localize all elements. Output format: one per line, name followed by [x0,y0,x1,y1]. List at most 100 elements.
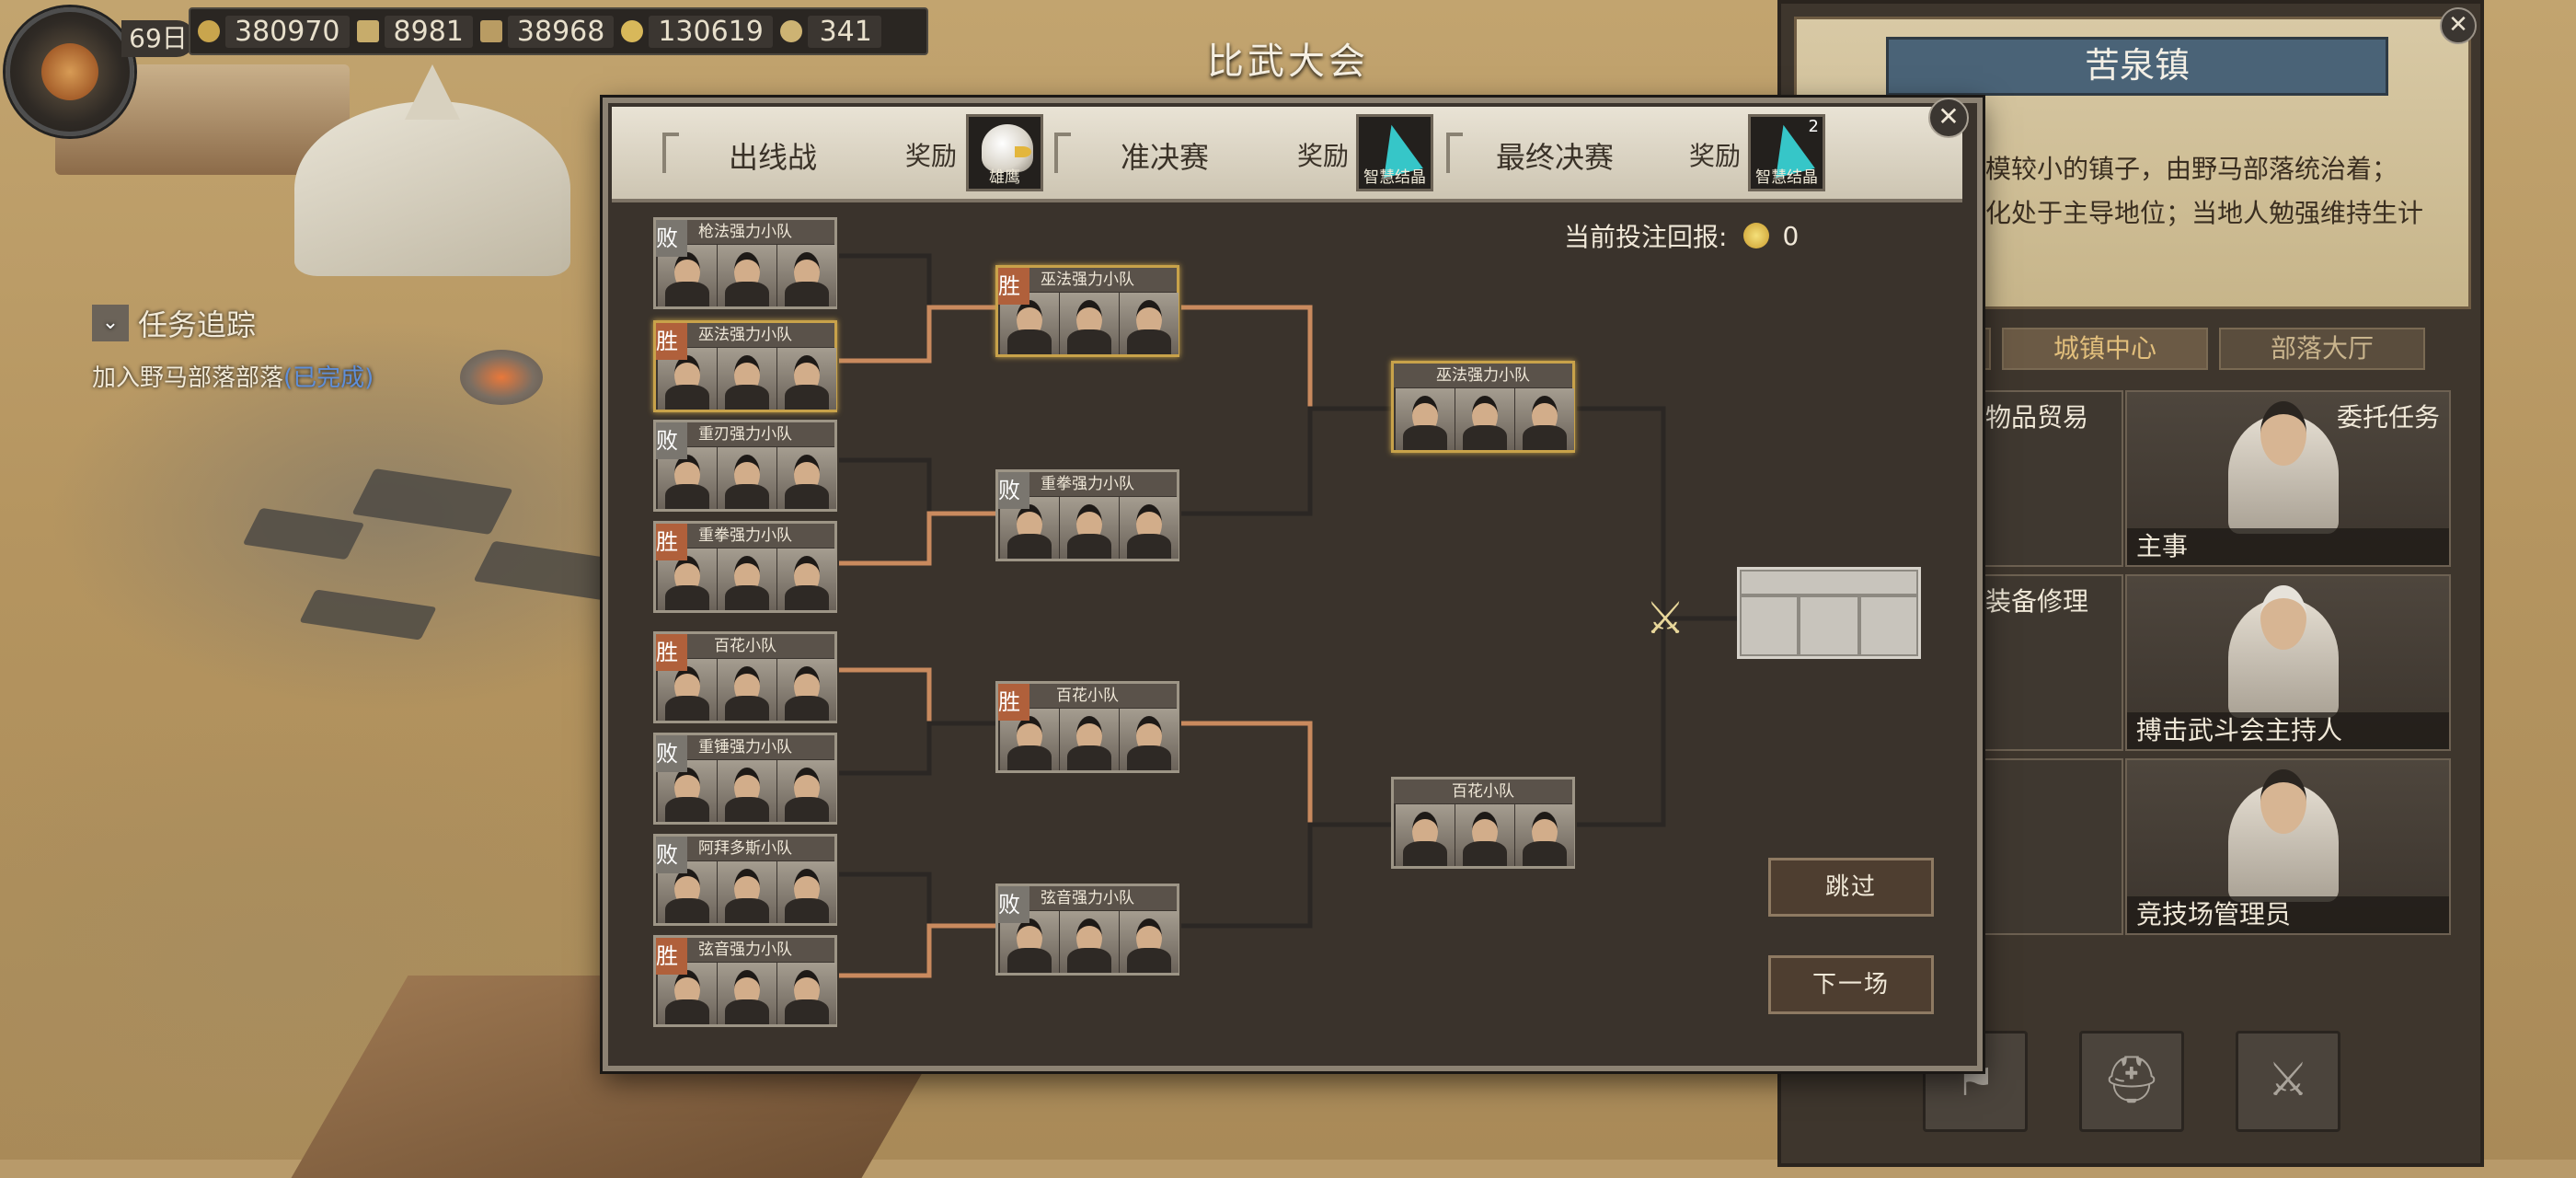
team-card[interactable]: 百花小队 胜 [995,681,1179,773]
fighter-portrait [658,760,717,822]
sun-icon [41,43,98,100]
food-icon [621,20,644,42]
tab-tribe-hall[interactable]: 部落大厅 [2219,328,2425,370]
result-badge: 胜 [656,634,687,671]
result-badge: 败 [998,472,1029,509]
result-badge: 败 [998,886,1029,923]
result-badge: 败 [656,422,687,459]
team-card[interactable]: 巫法强力小队 胜 [653,320,837,412]
npc-name: 竞技场管理员 [2127,896,2449,933]
day-counter: 69日 [121,20,195,57]
campfire [460,350,543,405]
team-card[interactable]: 枪法强力小队 败 [653,217,837,309]
town-close-button[interactable]: ✕ [2440,7,2477,44]
team-card[interactable]: 重锤强力小队 败 [653,733,837,825]
resource-prestige: 341 [779,15,881,48]
fighter-portrait [718,348,776,410]
fighter-portrait [1060,911,1119,973]
team-card[interactable]: 重拳强力小队 胜 [653,521,837,613]
fighter-portrait [777,348,836,410]
quest-status: (已完成) [283,364,374,392]
fighter-portrait [777,659,836,721]
eagle-icon [982,124,1033,172]
team-card[interactable]: 阿拜多斯小队 败 [653,834,837,926]
npc-tournament-host[interactable]: 搏击武斗会主持人 [2125,574,2451,751]
skip-button[interactable]: 跳过 [1768,858,1934,917]
result-badge: 胜 [656,938,687,975]
fighter-portrait [777,963,836,1024]
gold-icon [198,20,220,42]
fighter-portrait [777,245,836,306]
bet-return: 当前投注回报: 0 [1564,220,1800,253]
team-card[interactable]: 弦音强力小队 败 [995,884,1179,976]
fighter-portrait [1120,709,1179,770]
tab-town-center[interactable]: 城镇中心 [2002,328,2208,370]
result-badge: 胜 [656,323,687,360]
npc-steward[interactable]: 委托任务 主事 [2125,390,2451,567]
reward-wisdom-crystal[interactable]: 智慧结晶 [1356,114,1433,191]
stage-final: 最终决赛 奖励 2 智慧结晶 [1446,114,1833,193]
team-card[interactable]: 重拳强力小队 败 [995,469,1179,561]
stage-header [612,107,1962,202]
fighter-portrait [718,760,776,822]
resource-supplies: 38968 [479,15,615,48]
team-card[interactable]: 弦音强力小队 胜 [653,935,837,1027]
fighter-portrait [658,447,717,509]
service-repair[interactable]: 装备修理 [1965,574,2123,751]
screen-title: 比武大会 [1207,40,1369,83]
prestige-icon [779,20,802,42]
npc-name: 主事 [2127,528,2449,565]
service-trade[interactable]: 物品贸易 [1965,390,2123,567]
close-icon[interactable]: ✕ [1928,98,1969,138]
npc-arena-manager[interactable]: 竞技场管理员 [2125,758,2451,935]
town-name: 苦泉镇 [1886,37,2388,96]
result-badge: 胜 [656,524,687,560]
quest-tracker[interactable]: ⌄任务追踪 加入野马部落部落(已完成) [92,302,442,393]
fighter-portrait [777,760,836,822]
team-card[interactable]: 巫法强力小队 [1391,361,1575,453]
fighter-portrait [1515,388,1574,450]
reward-eagle[interactable]: 雄鹰 [966,114,1043,191]
next-match-button[interactable]: 下一场 [1768,955,1934,1014]
fighter-portrait [1396,388,1455,450]
fighter-portrait [1060,497,1119,559]
fighter-portrait [1455,388,1514,450]
town-action-bar: ⚑ ⛑ ⚔ [1923,1031,2401,1132]
fighter-portrait [1060,709,1119,770]
fighter-portrait [718,549,776,610]
team-card[interactable]: 百花小队 胜 [653,631,837,723]
resource-food: 130619 [621,15,773,48]
service-slot[interactable] [1965,758,2123,935]
day-badge[interactable] [6,7,134,136]
resource-bar: 380970 8981 38968 130619 341 [189,7,928,55]
result-badge: 胜 [998,268,1029,305]
material-icon [356,20,379,42]
tent [294,64,570,276]
reward-wisdom-crystal[interactable]: 2 智慧结晶 [1748,114,1825,191]
crossed-swords-icon: ⚔ [1645,593,1685,644]
fighter-portrait [1515,804,1574,866]
fighter-portrait [718,447,776,509]
team-card[interactable]: 百花小队 [1391,777,1575,869]
fighter-portrait [1120,293,1179,354]
town-description: 规模较小的镇子，由野马部落统治着； 文化处于主导地位；当地人勉强维持生计 [1960,154,2424,228]
fighter-portrait [718,963,776,1024]
result-badge: 败 [656,735,687,772]
result-badge: 胜 [998,684,1029,721]
quest-item[interactable]: 加入野马部落部落(已完成) [92,364,374,392]
chevron-down-icon[interactable]: ⌄ [92,305,129,341]
fighter-portrait [658,659,717,721]
champion-slot [1737,567,1921,659]
crossed-swords-icon[interactable]: ⚔ [2236,1031,2340,1132]
result-badge: 败 [656,220,687,257]
stage-qualifier: 出线战 奖励 雄鹰 [662,114,1049,193]
fighter-portrait [718,861,776,923]
team-card[interactable]: 重刃强力小队 败 [653,420,837,512]
resource-gold: 380970 [198,15,350,48]
team-card[interactable]: 巫法强力小队 胜 [995,265,1179,357]
fighter-portrait [1455,804,1514,866]
fighter-portrait [658,245,717,306]
supplies-icon [479,20,502,42]
helmet-icon[interactable]: ⛑ [2079,1031,2184,1132]
stage-semifinal: 准决赛 奖励 智慧结晶 [1054,114,1441,193]
